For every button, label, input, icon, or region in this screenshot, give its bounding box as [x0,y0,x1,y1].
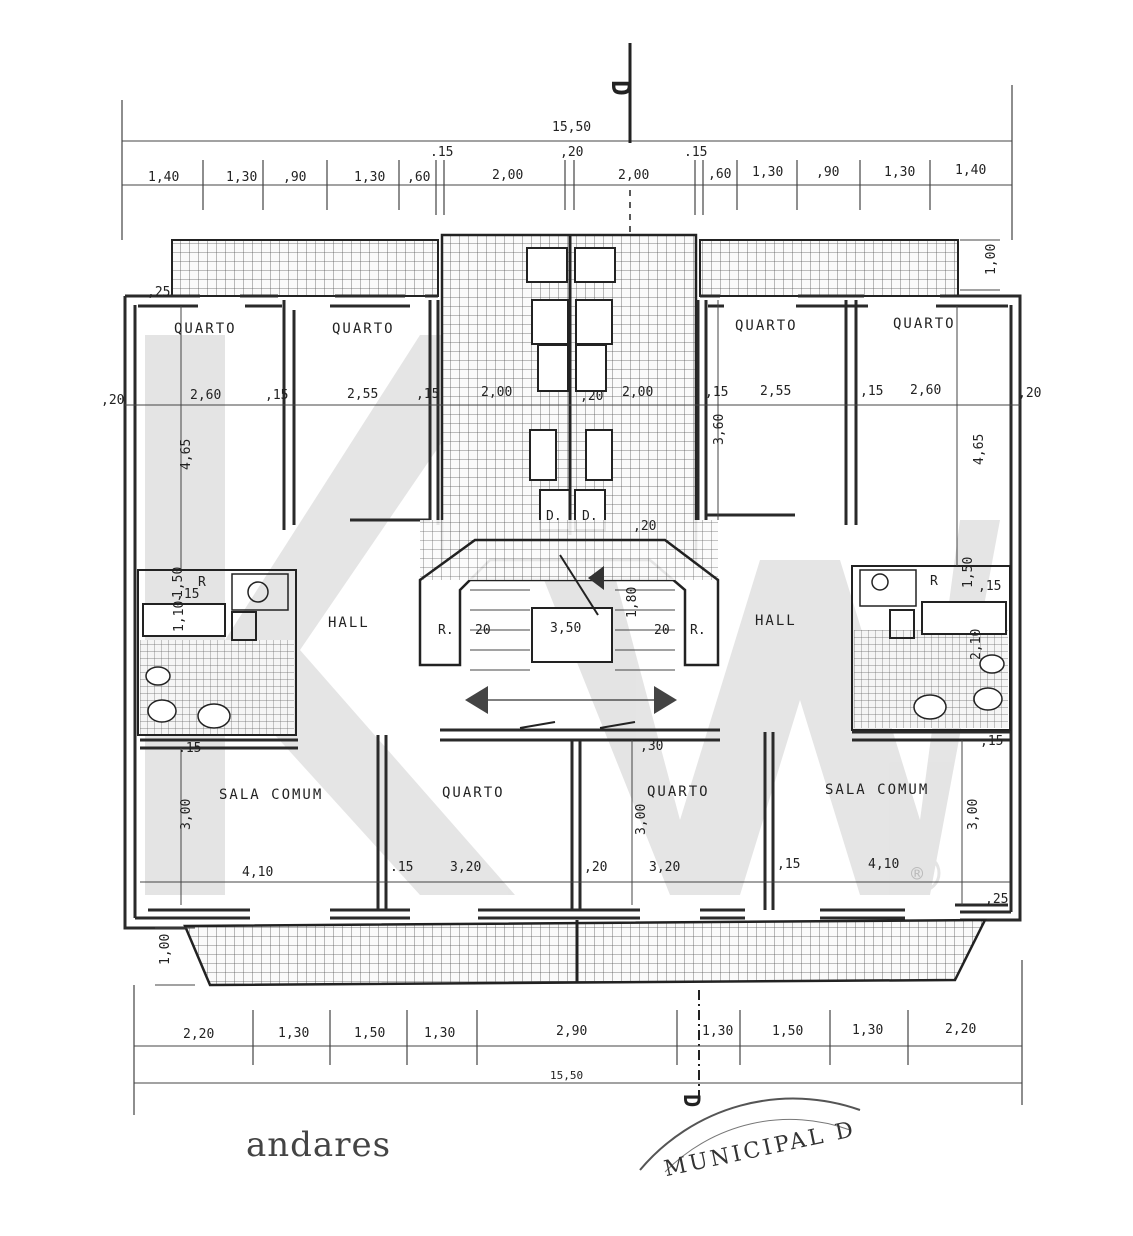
top-dim-4: 1,30 [354,170,385,185]
municipal-stamp [639,1097,861,1173]
label-r-right: R. [690,623,706,638]
dim-corner-25-bottom: ,25 [985,892,1008,907]
dim-r1-3: ,15 [265,388,288,403]
section-mark-bottom: D [678,1094,703,1107]
dim-r1-5: ,15 [416,387,439,402]
dim-corner-25-top: ,25 [147,285,170,300]
section-mark-top: D [605,80,635,96]
room-quarto-top-right-2: QUARTO [893,316,956,332]
top-dim-11: 1,30 [884,165,915,180]
top-dim-1: 1,40 [148,170,179,185]
room-quarto-bottom-left: QUARTO [442,785,505,801]
label-r-bath-left: R [198,575,206,590]
dim-r1-7: ,20 [580,389,603,404]
top-dim-5: ,60 [407,170,430,185]
bottom-dim-5: 2,90 [556,1024,587,1039]
dim-r2-4: ,20 [584,860,607,875]
dim-bath-l-15: ,15 [176,587,199,602]
left-balcony-dim: 1,00 [158,934,173,965]
label-r-left: R. [438,623,454,638]
dim-r1-10: 2,55 [760,384,791,399]
room-hall-right: HALL [755,613,797,629]
dim-r1-12: 2,60 [910,383,941,398]
room-quarto-top-right-1: QUARTO [735,318,798,334]
dim-stair-height: 1,80 [625,587,640,618]
top-dim-9: 1,30 [752,165,783,180]
top-small-2: ,20 [560,145,583,160]
top-dim-10: ,90 [816,165,839,180]
floor-caption: andares [246,1125,391,1165]
dim-stair-right: 20 [654,623,670,638]
dim-vert-right: 4,65 [972,434,987,465]
label-d-right: D. [582,509,598,524]
top-total-dim: 15,50 [552,120,591,135]
bottom-dim-2: 1,30 [278,1026,309,1041]
registered-mark: ® [911,862,924,886]
dim-bath-l-110: 1,10 [172,601,187,632]
dim-r1-8: 2,00 [622,385,653,400]
dim-stair-width: 3,50 [550,621,581,636]
dim-hall-15-left: .15 [178,741,201,756]
room-sala-comum-left: SALA COMUM [219,787,323,803]
dim-r2-3: 3,20 [450,860,481,875]
bottom-dim-1: 2,20 [183,1027,214,1042]
dim-bath-l-150: 1,50 [171,567,186,598]
room-sala-comum-right: SALA COMUM [825,782,929,798]
top-small-1: .15 [430,145,453,160]
dim-r2-5: 3,20 [649,860,680,875]
room-hall-left: HALL [328,615,370,631]
dim-r2-1: 4,10 [242,865,273,880]
dim-stair-top: ,20 [633,519,656,534]
dim-stair-left: 20 [475,623,491,638]
room-quarto-top-left-1: QUARTO [174,321,237,337]
bottom-dim-6: 1,30 [702,1024,733,1039]
right-balcony-dim: 1,00 [984,244,999,275]
bottom-dim-3: 1,50 [354,1026,385,1041]
side-dimension-lines [155,239,1000,986]
inner-dimension-lines [125,300,1020,905]
dim-r2-7: 4,10 [868,857,899,872]
bottom-dim-8: 1,30 [852,1023,883,1038]
top-dim-2: 1,30 [226,170,257,185]
room-quarto-top-left-2: QUARTO [332,321,395,337]
dim-r2-2: .15 [390,860,413,875]
building-walls [123,233,1022,987]
dim-r1-9: ,15 [705,385,728,400]
bottom-dimension-chain [133,960,1023,1115]
bottom-dim-7: 1,50 [772,1024,803,1039]
top-dim-8: ,60 [708,167,731,182]
label-r-bath-right: R [930,574,938,589]
top-small-3: .15 [684,145,707,160]
dim-r1-6: 2,00 [481,385,512,400]
dim-vert-quarto-bl: 3,00 [634,804,649,835]
dim-r1-13: ,20 [1018,386,1041,401]
dim-hall-30: ,30 [640,739,663,754]
top-dim-6: 2,00 [492,168,523,183]
bottom-total-dim: 15,50 [550,1069,583,1082]
top-dim-3: ,90 [283,170,306,185]
dim-r1-11: ,15 [860,384,883,399]
dim-vert-sala-right: 3,00 [966,799,981,830]
dim-hall-15-right: ,15 [980,734,1003,749]
room-quarto-bottom-right: QUARTO [647,784,710,800]
bottom-dim-9: 2,20 [945,1022,976,1037]
dim-r1-4: 2,55 [347,387,378,402]
label-d-left: D. [546,509,562,524]
bottom-dim-4: 1,30 [424,1026,455,1041]
top-dim-12: 1,40 [955,163,986,178]
dim-vert-sala-left: 3,00 [179,799,194,830]
dim-bath-r-210: 2,10 [969,629,984,660]
dim-r1-2: 2,60 [190,388,221,403]
top-dimension-chain [121,85,1013,240]
dim-r2-6: ,15 [777,857,800,872]
dim-r1-1: ,20 [101,393,124,408]
dim-vert-center: 3,60 [712,414,727,445]
top-dim-7: 2,00 [618,168,649,183]
dim-bath-r-15: ,15 [978,579,1001,594]
dim-bath-r-150: 1,50 [961,557,976,588]
dim-vert-left: 4,65 [179,439,194,470]
